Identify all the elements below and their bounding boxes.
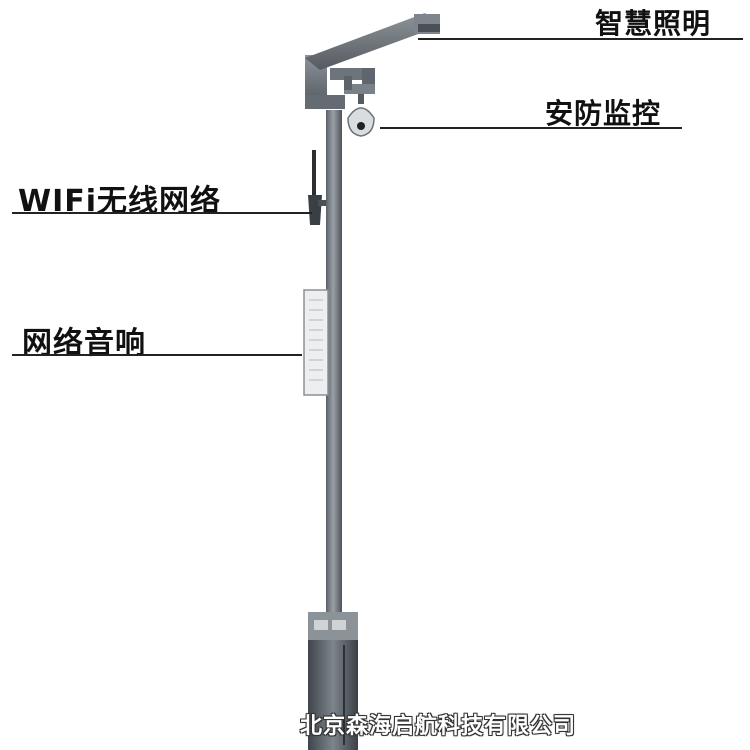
wifi-antenna-icon [308, 150, 326, 225]
company-watermark: 北京森海启航科技有限公司 [300, 713, 577, 739]
leader-line-security [380, 127, 682, 129]
pole-shaft [326, 110, 342, 615]
network-speaker-icon [303, 289, 329, 396]
label-security-monitoring: 安防监控 [545, 97, 662, 130]
leader-line-audio [12, 354, 302, 356]
street-lamp-icon [418, 24, 440, 32]
pole-base-cabinet [308, 612, 358, 750]
security-camera-icon [347, 94, 375, 137]
label-smart-lighting: 智慧照明 [595, 7, 712, 40]
leader-line-wifi [12, 212, 312, 214]
leader-line-lighting [418, 38, 743, 40]
